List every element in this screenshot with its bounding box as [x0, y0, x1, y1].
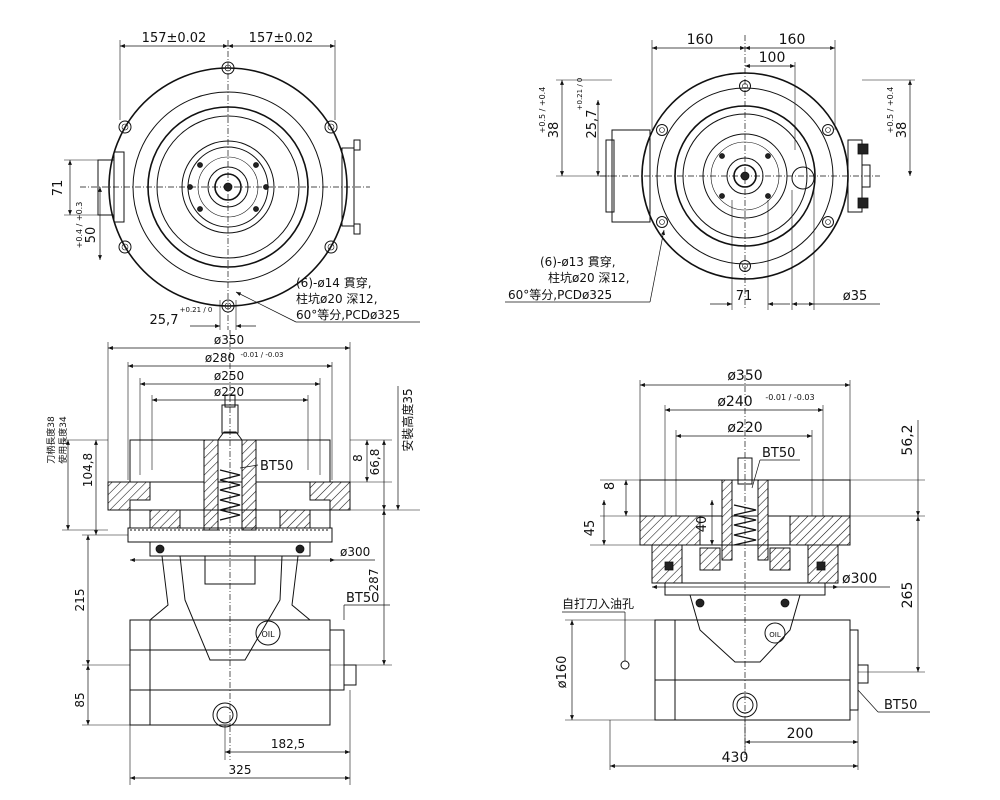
bolt-holes-right: [656, 80, 834, 272]
note-line-2: 柱坑ø20 深12,: [296, 291, 378, 306]
dim-66-8: 66,8: [368, 449, 382, 476]
bt50-top-bl: BT50: [260, 459, 293, 474]
dim-250-bl: ø250: [214, 369, 244, 383]
note-line-3-tr: 60°等分,PCDø325: [508, 288, 612, 302]
dim-160-right: 160: [779, 32, 806, 48]
dim-215: 215: [73, 589, 87, 612]
oil-hole-label: 自打刀入油孔: [562, 597, 634, 611]
top-right-view: 160 160 100 38 +0.5 / +0.4 25,7 +0.21 / …: [505, 32, 915, 310]
dim-325: 325: [229, 763, 252, 777]
dim-350-bl: ø350: [214, 333, 244, 347]
note-line-1-tr: (6)-ø13 貫穿,: [540, 254, 616, 269]
dim-280-tol-bl: -0.01 / -0.03: [240, 351, 283, 359]
dim-45: 45: [583, 520, 598, 537]
dim-71-tr: 71: [736, 289, 753, 304]
dim-85: 85: [73, 692, 87, 707]
dim-200: 200: [787, 726, 814, 742]
dim-25-7-tol-tr: +0.21 / 0: [576, 78, 584, 111]
dim-287: 287: [367, 569, 381, 592]
dim-220-bl: ø220: [214, 385, 244, 399]
install-height: 安裝高度35: [400, 388, 415, 451]
dim-300-br: ø300: [842, 571, 877, 587]
bolt-holes: [118, 61, 338, 313]
bottom-right-view: ø350 ø240 -0.01 / -0.03 ø220 BT50: [555, 368, 930, 770]
dim-104-8: 104,8: [81, 453, 95, 487]
dim-25-7-tol: +0.21 / 0: [180, 306, 213, 314]
dim-100: 100: [759, 50, 786, 66]
dim-38-left-base: 38: [547, 122, 562, 139]
dim-35-tr: ø35: [843, 289, 868, 304]
dim-430: 430: [722, 750, 749, 766]
dim-220-br: ø220: [727, 420, 762, 436]
top-left-view: 157±0.02 157±0.02 71 50 +0.4 / +0.3 25,7…: [51, 31, 420, 330]
oil-label-bl: OIL: [261, 630, 275, 639]
note-line-1: (6)-ø14 貫穿,: [296, 275, 372, 290]
dim-240-tol-br: -0.01 / -0.03: [765, 393, 814, 402]
bt50-side-br: BT50: [884, 698, 917, 713]
dim-25-7-base: 25,7: [150, 313, 179, 328]
dim-157-right: 157±0.02: [249, 31, 314, 46]
dim-350-br: ø350: [727, 368, 762, 384]
dim-38-right-base: 38: [895, 122, 910, 139]
note-line-3: 60°等分,PCDø325: [296, 308, 400, 322]
bt50-top-br: BT50: [762, 446, 795, 461]
ref-34: 使用長度34: [57, 416, 69, 464]
dim-160-br: ø160: [555, 656, 570, 689]
dim-157-left: 157±0.02: [142, 31, 207, 46]
note-line-2-tr: 柱坑ø20 深12,: [548, 270, 630, 285]
dim-38-left-tol: +0.5 / +0.4: [538, 87, 547, 134]
dim-182-5: 182,5: [271, 737, 305, 751]
dim-71: 71: [51, 180, 66, 197]
bottom-left-view: ø350 ø280 -0.01 / -0.03 ø250 ø220 BT50: [45, 330, 420, 785]
dim-40: 40: [695, 516, 710, 533]
dim-265: 265: [900, 582, 916, 609]
dim-8-br: 8: [603, 482, 618, 490]
dim-8-bl: 8: [351, 454, 365, 462]
oil-label-br: OIL: [769, 631, 781, 639]
ref-38: 刀柄長度38: [45, 416, 57, 464]
bt50-side-bl: BT50: [346, 591, 379, 606]
dim-25-7-base-tr: 25,7: [585, 110, 600, 139]
dim-280-base-bl: ø280: [205, 351, 235, 365]
dim-160-left: 160: [687, 32, 714, 48]
dim-50-base: 50: [84, 227, 99, 244]
dim-56-2: 56,2: [900, 424, 916, 455]
dim-38-right-tol: +0.5 / +0.4: [886, 87, 895, 134]
dim-300-bl: ø300: [340, 545, 370, 559]
dim-50-tol: +0.4 / +0.3: [75, 202, 84, 249]
dim-240-base-br: ø240: [717, 394, 752, 410]
